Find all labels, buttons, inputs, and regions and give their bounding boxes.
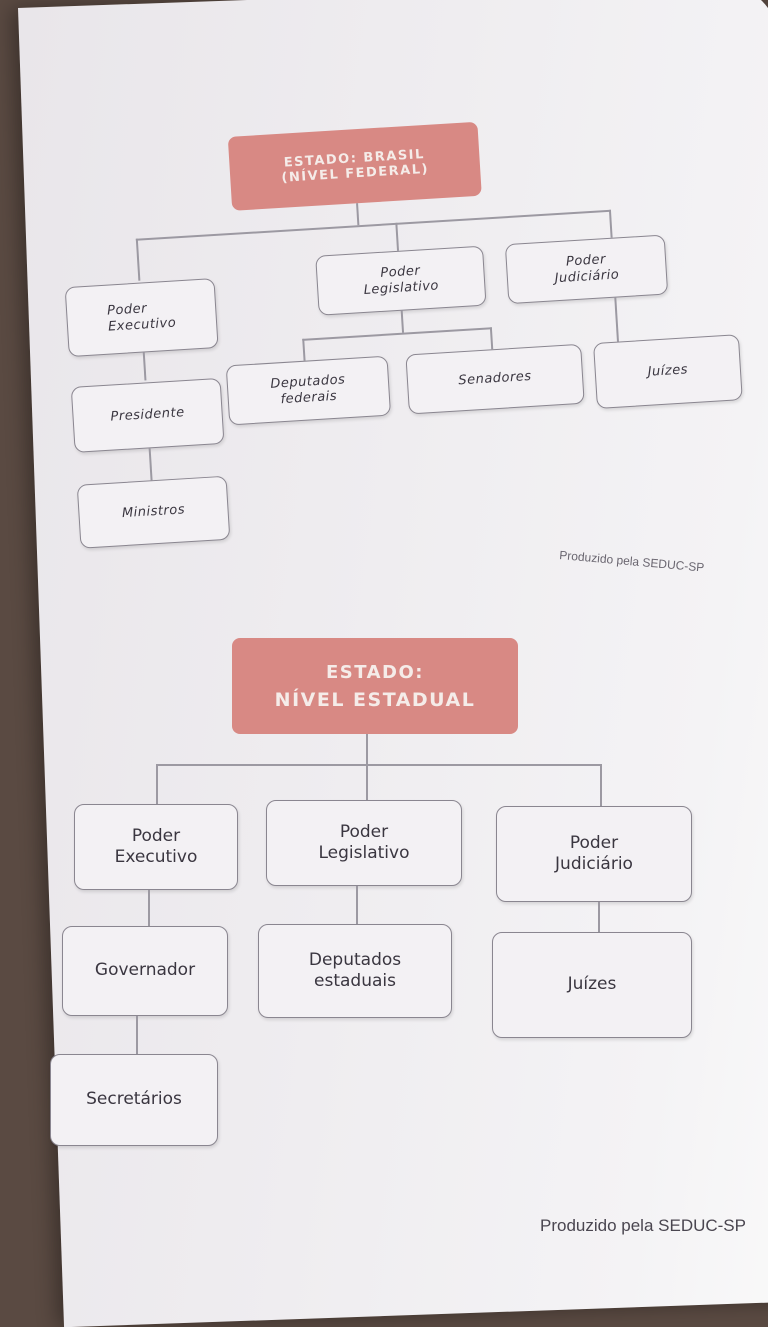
federal-connector bbox=[148, 448, 153, 481]
estadual-connector bbox=[366, 764, 368, 800]
estadual-deputados-box: Deputados estaduais bbox=[258, 924, 452, 1018]
federal-legislativo-box: Poder Legislativo bbox=[315, 245, 487, 316]
federal-judiciario-box: Poder Judiciário bbox=[504, 234, 669, 305]
estadual-legislativo-label1: Poder bbox=[339, 821, 389, 842]
federal-legislativo-label2: Legislativo bbox=[363, 278, 440, 298]
estadual-connector bbox=[156, 764, 158, 804]
estadual-judiciario-label1: Poder bbox=[569, 832, 619, 853]
estadual-title-line2: NÍVEL ESTADUAL bbox=[274, 688, 476, 711]
estadual-deputados-label2: estaduais bbox=[314, 971, 396, 991]
federal-connector bbox=[614, 297, 619, 342]
federal-presidente-label: Presidente bbox=[110, 405, 186, 425]
federal-connector bbox=[400, 310, 405, 333]
federal-senadores-box: Senadores bbox=[405, 343, 585, 415]
federal-connector bbox=[489, 327, 494, 350]
estadual-connector bbox=[366, 734, 368, 764]
federal-executivo-label2: Executivo bbox=[107, 315, 177, 335]
federal-deputados-box: Deputados federais bbox=[225, 355, 392, 426]
estadual-juizes-label: Juízes bbox=[567, 974, 617, 995]
federal-title-box: ESTADO: BRASIL (NÍVEL FEDERAL) bbox=[227, 121, 482, 211]
federal-connector bbox=[302, 338, 306, 361]
estadual-juizes-box: Juízes bbox=[492, 932, 692, 1038]
federal-connector bbox=[356, 203, 360, 226]
federal-connector bbox=[302, 327, 492, 341]
estadual-title-box: ESTADO: NÍVEL ESTADUAL bbox=[232, 638, 518, 734]
federal-ministros-box: Ministros bbox=[76, 475, 231, 549]
federal-connector bbox=[135, 238, 141, 281]
estadual-governador-label: Governador bbox=[94, 960, 196, 981]
estadual-judiciario-label2: Judiciário bbox=[555, 854, 633, 874]
federal-deputados-label2: federais bbox=[280, 388, 338, 408]
federal-juizes-box: Juízes bbox=[593, 334, 743, 409]
estadual-secretarios-box: Secretários bbox=[50, 1054, 218, 1146]
estadual-legislativo-label2: Legislativo bbox=[318, 843, 410, 863]
federal-senadores-label: Senadores bbox=[457, 368, 533, 389]
estadual-executivo-label2: Executivo bbox=[114, 847, 198, 867]
estadual-credit: Produzido pela SEDUC-SP bbox=[540, 1216, 746, 1235]
federal-executivo-box: Poder Executivo bbox=[64, 278, 219, 358]
federal-juizes-label: Juízes bbox=[647, 362, 689, 380]
estadual-governador-box: Governador bbox=[62, 926, 228, 1016]
estadual-connector bbox=[598, 902, 600, 932]
federal-presidente-box: Presidente bbox=[70, 377, 225, 453]
estadual-connector bbox=[136, 1016, 138, 1054]
estadual-executivo-box: Poder Executivo bbox=[74, 804, 238, 890]
federal-connector bbox=[395, 222, 400, 251]
federal-judiciario-label2: Judiciário bbox=[554, 267, 620, 287]
estadual-executivo-label1: Poder bbox=[131, 825, 181, 846]
federal-ministros-label: Ministros bbox=[121, 502, 186, 522]
federal-connector bbox=[142, 352, 147, 381]
estadual-judiciario-box: Poder Judiciário bbox=[496, 806, 692, 902]
estadual-connector bbox=[148, 890, 150, 926]
federal-diagram: ESTADO: BRASIL (NÍVEL FEDERAL) Poder Exe… bbox=[0, 0, 768, 583]
estadual-legislativo-box: Poder Legislativo bbox=[266, 800, 462, 886]
estadual-deputados-label1: Deputados bbox=[308, 949, 402, 970]
estadual-connector bbox=[600, 764, 602, 806]
federal-connector bbox=[135, 209, 612, 241]
estadual-connector bbox=[156, 764, 602, 766]
estadual-connector bbox=[356, 886, 358, 924]
federal-connector bbox=[608, 209, 613, 238]
estadual-title-line1: ESTADO: bbox=[325, 661, 424, 683]
estadual-secretarios-label: Secretários bbox=[86, 1089, 182, 1110]
